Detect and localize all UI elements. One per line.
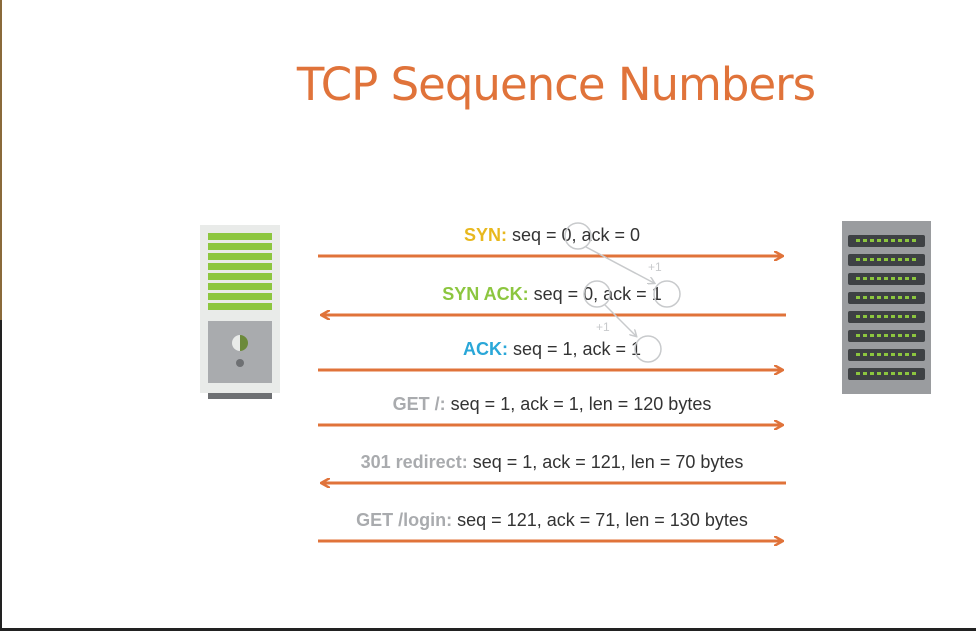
step-name: ACK: [462,339,508,359]
step-label-syn-ack: SYN ACK: seq = 0, ack = 1 [318,284,786,305]
power-led-icon [236,359,244,367]
highlight-circle [653,280,681,308]
frame-edge [0,628,976,631]
step-label-syn: SYN: seq = 0, ack = 0 [318,225,786,246]
highlight-circle [564,222,592,250]
step-name: 301 redirect: [360,452,468,472]
step-detail: seq = 0, ack = 1 [528,284,662,304]
step-label-redirect: 301 redirect: seq = 1, ack = 121, len = … [318,452,786,473]
step-name: GET /login: [356,510,453,530]
step-detail: seq = 1, ack = 1 [507,339,642,359]
step-name: SYN: [463,225,507,245]
step-label-get-root: GET /: seq = 1, ack = 1, len = 120 bytes [318,394,786,415]
increment-pointer [604,304,636,336]
drive-bay [208,321,272,383]
step-detail: seq = 121, ack = 71, len = 130 bytes [452,510,748,530]
drive-icon [232,335,248,351]
frame-edge [0,0,2,320]
page-title: TCP Sequence Numbers [296,58,816,111]
desktop-computer-icon [200,225,280,393]
step-detail: seq = 0, ack = 0 [506,225,641,245]
increment-pointer [585,246,654,283]
computer-base [208,393,272,399]
step-name: SYN ACK: [442,284,529,304]
step-detail: seq = 1, ack = 121, len = 70 bytes [467,452,744,472]
step-detail: seq = 1, ack = 1, len = 120 bytes [445,394,712,414]
step-name: GET /: [392,394,446,414]
step-label-get-login: GET /login: seq = 121, ack = 71, len = 1… [318,510,786,531]
frame-edge [0,320,2,631]
increment-label: +1 [648,260,662,274]
server-rack-icon [842,221,931,394]
vent-grille [208,233,272,313]
increment-label: +1 [596,320,610,334]
step-label-ack: ACK: seq = 1, ack = 1 [318,339,786,360]
highlight-circle [583,280,611,308]
highlight-circle [634,335,662,363]
